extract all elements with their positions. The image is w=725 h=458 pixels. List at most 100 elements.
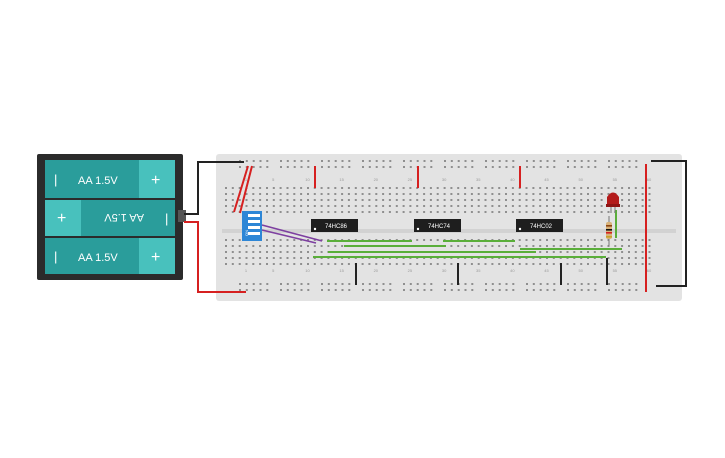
breadboard-hole[interactable] (245, 251, 248, 253)
breadboard-hole[interactable] (553, 160, 556, 162)
breadboard-hole[interactable] (580, 160, 583, 162)
breadboard-hole[interactable] (416, 199, 419, 201)
breadboard-hole[interactable] (457, 199, 460, 201)
breadboard-hole[interactable] (354, 211, 357, 213)
breadboard-hole[interactable] (608, 160, 610, 162)
breadboard-hole[interactable] (252, 193, 255, 195)
breadboard-hole[interactable] (286, 193, 289, 195)
breadboard-hole[interactable] (477, 205, 480, 207)
breadboard-hole[interactable] (648, 257, 651, 259)
breadboard-hole[interactable] (634, 193, 637, 195)
breadboard-hole[interactable] (485, 283, 487, 285)
breadboard-hole[interactable] (600, 205, 603, 207)
breadboard-hole[interactable] (313, 193, 316, 195)
breadboard-hole[interactable] (525, 263, 528, 265)
breadboard-hole[interactable] (573, 187, 576, 189)
breadboard-hole[interactable] (567, 283, 569, 285)
breadboard-hole[interactable] (382, 211, 385, 213)
breadboard-hole[interactable] (382, 160, 385, 162)
breadboard-hole[interactable] (347, 263, 350, 265)
breadboard-hole[interactable] (286, 257, 289, 259)
breadboard-hole[interactable] (464, 263, 467, 265)
breadboard-hole[interactable] (608, 166, 610, 168)
breadboard-hole[interactable] (648, 211, 651, 213)
breadboard-hole[interactable] (272, 239, 275, 241)
breadboard-hole[interactable] (498, 289, 501, 291)
breadboard-hole[interactable] (450, 160, 453, 162)
breadboard-hole[interactable] (607, 211, 610, 213)
breadboard-hole[interactable] (341, 205, 344, 207)
breadboard-hole[interactable] (567, 166, 569, 168)
breadboard-hole[interactable] (409, 193, 412, 195)
breadboard-hole[interactable] (403, 166, 405, 168)
breadboard-hole[interactable] (573, 166, 576, 168)
breadboard-hole[interactable] (416, 211, 419, 213)
breadboard-hole[interactable] (307, 211, 309, 213)
breadboard-hole[interactable] (559, 205, 562, 207)
battery-cell-1[interactable]: | AA 1.5V + (45, 160, 175, 198)
breadboard-hole[interactable] (320, 187, 323, 189)
breadboard-hole[interactable] (457, 193, 460, 195)
breadboard-hole[interactable] (641, 263, 644, 265)
breadboard-hole[interactable] (286, 160, 289, 162)
breadboard-hole[interactable] (307, 193, 309, 195)
breadboard-hole[interactable] (266, 239, 268, 241)
breadboard-hole[interactable] (252, 166, 255, 168)
breadboard-hole[interactable] (512, 289, 515, 291)
breadboard-hole[interactable] (402, 187, 405, 189)
breadboard-hole[interactable] (552, 263, 555, 265)
breadboard-hole[interactable] (511, 263, 514, 265)
breadboard-hole[interactable] (238, 257, 241, 259)
breadboard-hole[interactable] (505, 263, 507, 265)
breadboard-hole[interactable] (436, 263, 439, 265)
breadboard-hole[interactable] (477, 187, 480, 189)
breadboard-hole[interactable] (354, 187, 357, 189)
breadboard-hole[interactable] (641, 187, 644, 189)
breadboard-hole[interactable] (525, 193, 528, 195)
breadboard-hole[interactable] (567, 289, 569, 291)
breadboard-hole[interactable] (382, 289, 385, 291)
breadboard-hole[interactable] (307, 166, 310, 168)
breadboard-hole[interactable] (443, 211, 446, 213)
breadboard-hole[interactable] (307, 187, 309, 189)
breadboard-hole[interactable] (375, 199, 378, 201)
breadboard-hole[interactable] (300, 205, 303, 207)
breadboard-hole[interactable] (293, 257, 296, 259)
breadboard-hole[interactable] (580, 289, 583, 291)
breadboard-hole[interactable] (313, 251, 316, 253)
breadboard-hole[interactable] (293, 187, 296, 189)
breadboard-hole[interactable] (498, 283, 501, 285)
breadboard-hole[interactable] (348, 166, 351, 168)
breadboard-hole[interactable] (546, 199, 548, 201)
breadboard-hole[interactable] (403, 160, 405, 162)
breadboard-hole[interactable] (553, 283, 556, 285)
breadboard-hole[interactable] (231, 187, 234, 189)
breadboard-hole[interactable] (231, 211, 234, 213)
breadboard-hole[interactable] (587, 239, 589, 241)
breadboard-hole[interactable] (334, 211, 337, 213)
breadboard-hole[interactable] (307, 289, 310, 291)
breadboard-hole[interactable] (464, 205, 467, 207)
breadboard-hole[interactable] (559, 187, 562, 189)
breadboard-hole[interactable] (526, 166, 528, 168)
breadboard-hole[interactable] (559, 211, 562, 213)
breadboard-hole[interactable] (485, 289, 487, 291)
breadboard-hole[interactable] (341, 187, 344, 189)
breadboard-hole[interactable] (594, 283, 597, 285)
breadboard-hole[interactable] (573, 289, 576, 291)
breadboard-hole[interactable] (477, 211, 480, 213)
breadboard-hole[interactable] (354, 193, 357, 195)
breadboard-hole[interactable] (635, 160, 638, 162)
breadboard-hole[interactable] (395, 199, 398, 201)
breadboard-hole[interactable] (580, 187, 583, 189)
breadboard-hole[interactable] (470, 193, 473, 195)
breadboard-hole[interactable] (266, 263, 268, 265)
breadboard-hole[interactable] (347, 211, 350, 213)
breadboard-hole[interactable] (621, 283, 624, 285)
breadboard-hole[interactable] (512, 160, 515, 162)
breadboard-hole[interactable] (266, 289, 269, 291)
breadboard-hole[interactable] (484, 211, 487, 213)
breadboard-hole[interactable] (484, 205, 487, 207)
breadboard-hole[interactable] (635, 166, 638, 168)
breadboard-hole[interactable] (648, 205, 651, 207)
